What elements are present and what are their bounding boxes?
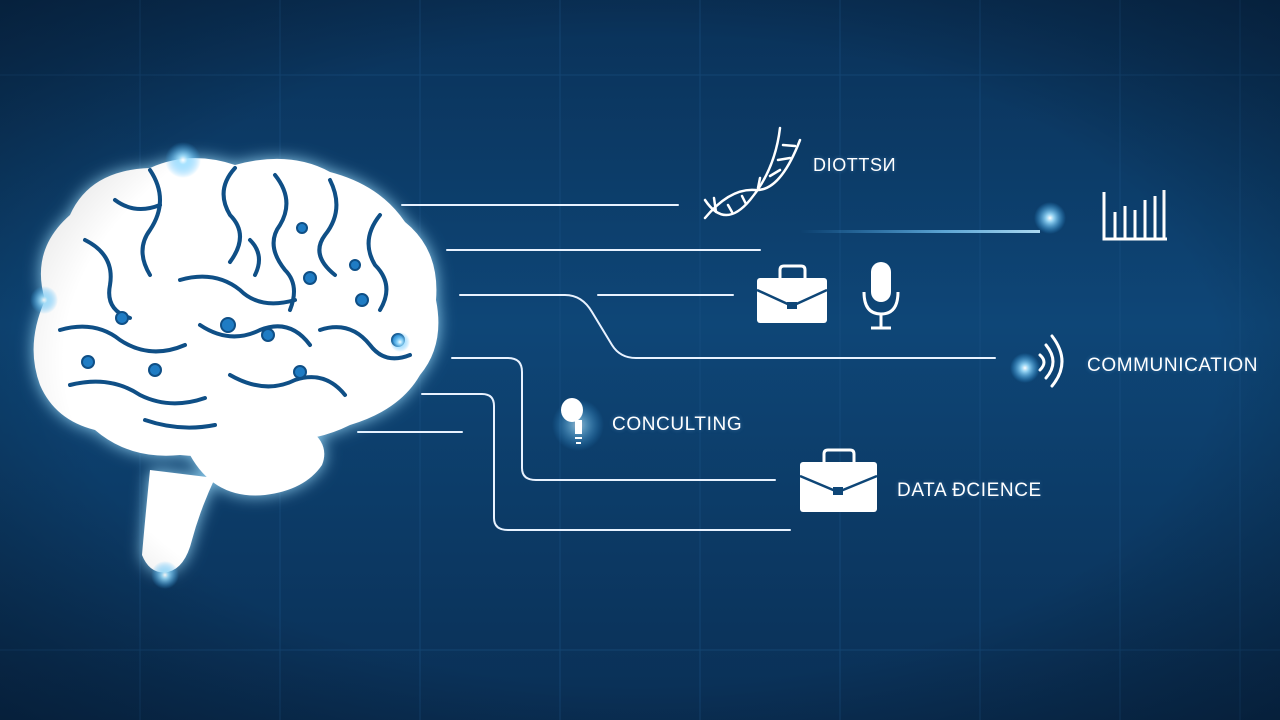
label-consulting: CONCULTING xyxy=(612,414,743,435)
label-biotech: DIOTTSИ xyxy=(813,155,897,175)
label-data-science: DATA ÐCIENCE xyxy=(897,480,1042,501)
label-communication: COMMUNICATION xyxy=(1087,355,1259,376)
